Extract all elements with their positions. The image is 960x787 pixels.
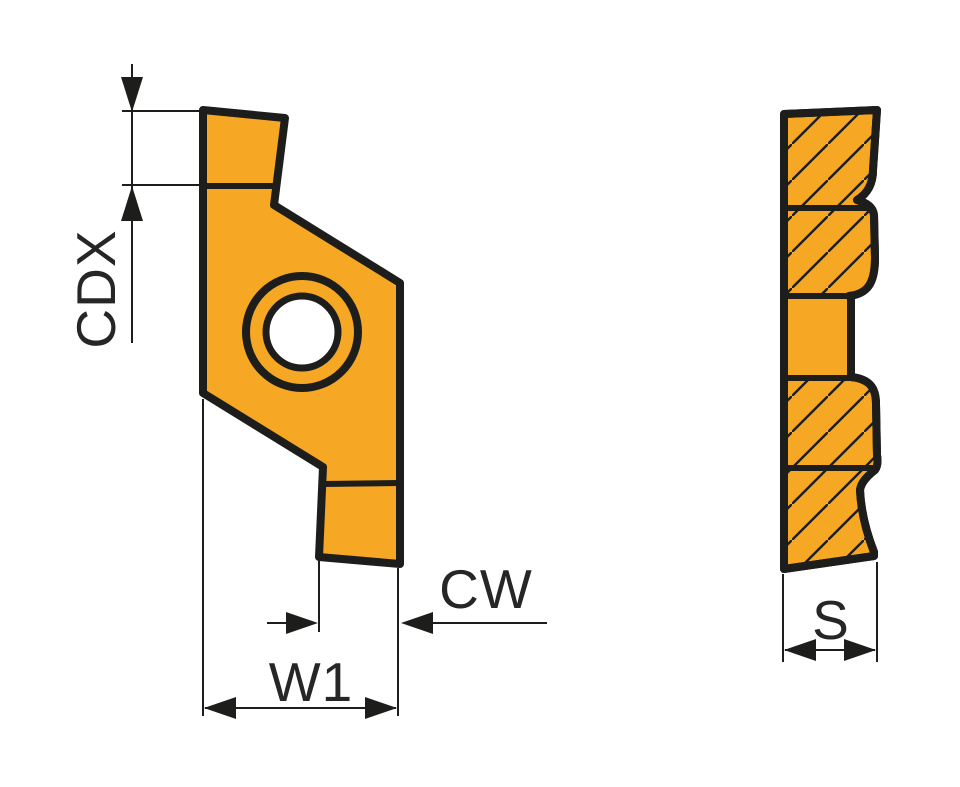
w1-label: W1	[269, 651, 354, 713]
w1-arrow-right-icon	[365, 697, 397, 719]
cw-arrow-right-icon	[286, 612, 318, 634]
cw-label: CW	[439, 558, 533, 620]
side-view-insert	[780, 106, 882, 573]
dimension-cdx: CDX	[65, 64, 204, 349]
cw-arrow-left-icon	[401, 612, 433, 634]
s-arrow-right-icon	[844, 639, 876, 661]
side-view-outline-overlay	[780, 106, 882, 573]
dimension-cw: CW	[267, 558, 547, 634]
dimension-s: S	[782, 562, 878, 662]
cdx-arrow-up-icon	[121, 186, 143, 221]
s-arrow-left-icon	[784, 639, 816, 661]
front-view-insert	[199, 106, 404, 568]
s-label: S	[812, 589, 850, 651]
dimension-w1: W1	[202, 399, 399, 719]
w1-arrow-left-icon	[204, 697, 236, 719]
cdx-arrow-down-icon	[121, 77, 143, 112]
cdx-label: CDX	[65, 229, 127, 348]
mounting-hole	[262, 292, 342, 372]
front-view-bottom-edge-line	[319, 480, 402, 487]
